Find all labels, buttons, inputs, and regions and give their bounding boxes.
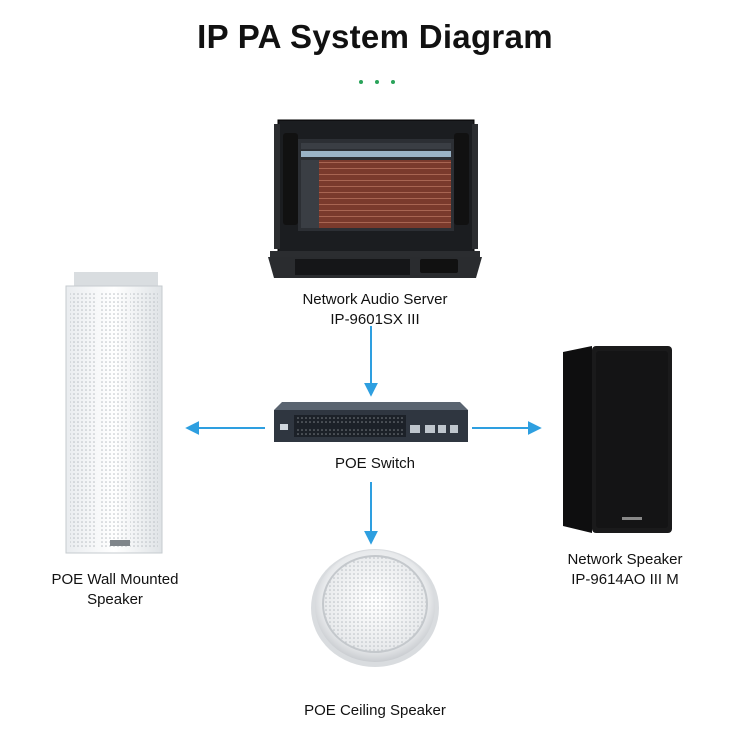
- ceiling-speaker-image: [311, 549, 439, 667]
- wall-speaker-name-line2: Speaker: [87, 591, 143, 608]
- connection-arrows: [185, 326, 542, 545]
- switch-label: POE Switch: [300, 454, 450, 474]
- server-model: IP-9601SX III: [330, 311, 420, 328]
- network-audio-server-image: [268, 119, 482, 278]
- ceiling-speaker-name: POE Ceiling Speaker: [304, 702, 446, 719]
- network-speaker-label: Network Speaker IP-9614AO III M: [525, 550, 725, 590]
- server-name: Network Audio Server: [302, 291, 448, 308]
- poe-switch-image: [274, 402, 468, 442]
- ceiling-speaker-label: POE Ceiling Speaker: [275, 701, 475, 721]
- diagram-title: IP PA System Diagram: [197, 18, 553, 55]
- wall-speaker-label: POE Wall Mounted Speaker: [20, 570, 210, 610]
- wall-speaker-name-line1: POE Wall Mounted: [51, 571, 179, 588]
- network-speaker-model: IP-9614AO III M: [571, 571, 679, 588]
- title-decoration-dots: [357, 80, 397, 88]
- server-label: Network Audio Server IP-9601SX III: [250, 290, 500, 330]
- network-speaker-name: Network Speaker: [567, 551, 683, 568]
- network-speaker-image: [563, 346, 672, 533]
- wall-mounted-speaker-image: [65, 272, 163, 554]
- switch-name: POE Switch: [334, 455, 416, 472]
